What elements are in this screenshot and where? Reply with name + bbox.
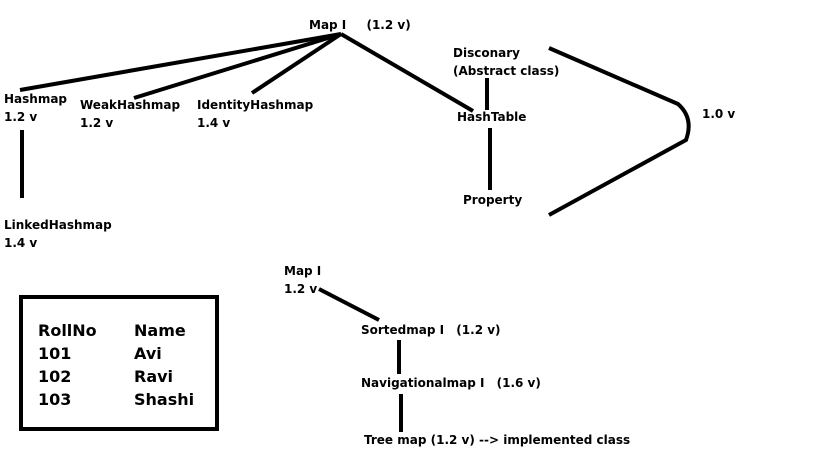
dictionary-node: Disconary (Abstract class) [453, 44, 559, 80]
navigationalmap-version: (1.6 v) [496, 376, 541, 390]
identityhashmap-node: IdentityHashmap 1.4 v [197, 96, 313, 132]
cell-rollno: 101 [38, 344, 72, 363]
cell-name: Avi [134, 344, 162, 363]
student-table-box: RollNo Name 101 Avi 102 Ravi 103 Shashi [19, 295, 219, 431]
table-row: 102 Ravi [38, 365, 194, 388]
hashtable-node: HashTable [457, 108, 526, 126]
identityhashmap-version: 1.4 v [197, 116, 231, 130]
table-header-row: RollNo Name [38, 319, 194, 342]
table-row: 101 Avi [38, 342, 194, 365]
map-interface-node-2: Map I 1.2 v [284, 262, 321, 298]
map-interface-version: (1.2 v) [366, 18, 411, 32]
navigationalmap-label: Navigationalmap I [361, 376, 485, 390]
sortedmap-version: (1.2 v) [456, 323, 501, 337]
treemap-node: Tree map (1.2 v) --> implemented class [364, 431, 630, 449]
identityhashmap-label: IdentityHashmap [197, 98, 314, 112]
sortedmap-node: Sortedmap I (1.2 v) [361, 321, 501, 339]
navigationalmap-node: Navigationalmap I (1.6 v) [361, 374, 541, 392]
cell-name: Shashi [134, 390, 195, 409]
edge-map-weakhashmap [133, 32, 342, 100]
cell-rollno: 103 [38, 390, 72, 409]
property-label: Property [463, 193, 523, 207]
student-table: RollNo Name 101 Avi 102 Ravi 103 Shashi [38, 319, 194, 411]
linkedhashmap-version: 1.4 v [4, 236, 38, 250]
weakhashmap-node: WeakHashmap 1.2 v [80, 96, 180, 132]
sortedmap-label: Sortedmap I [361, 323, 445, 337]
column-header-name: Name [134, 321, 186, 340]
linkedhashmap-node: LinkedHashmap 1.4 v [4, 216, 112, 252]
linkedhashmap-label: LinkedHashmap [4, 218, 112, 232]
hashmap-node: Hashmap 1.2 v [4, 90, 67, 126]
edge-map-identityhashmap [250, 32, 343, 95]
property-node: Property [463, 191, 522, 209]
cell-name: Ravi [134, 367, 174, 386]
weakhashmap-version: 1.2 v [80, 116, 114, 130]
map-interface-node: Map I (1.2 v) [309, 16, 411, 34]
hashtable-label: HashTable [457, 110, 527, 124]
table-row: 103 Shashi [38, 388, 194, 411]
edge-map-hashtable [339, 32, 475, 113]
map-interface-version-2: 1.2 v [284, 282, 318, 296]
dictionary-label: Disconary [453, 46, 520, 60]
edge-map2-sortedmap [318, 287, 380, 322]
treemap-label: Tree map (1.2 v) --> implemented class [364, 433, 631, 447]
hashmap-version: 1.2 v [4, 110, 38, 124]
dictionary-note: (Abstract class) [453, 64, 560, 78]
legacy-version-label: 1.0 v [702, 107, 736, 121]
column-header-rollno: RollNo [38, 321, 97, 340]
map-interface-label: Map I [309, 18, 347, 32]
legacy-bracket [548, 46, 691, 217]
cell-rollno: 102 [38, 367, 72, 386]
weakhashmap-label: WeakHashmap [80, 98, 181, 112]
map-interface-label-2: Map I [284, 264, 322, 278]
edge-map-hashmap [19, 32, 342, 92]
hashmap-label: Hashmap [4, 92, 68, 106]
